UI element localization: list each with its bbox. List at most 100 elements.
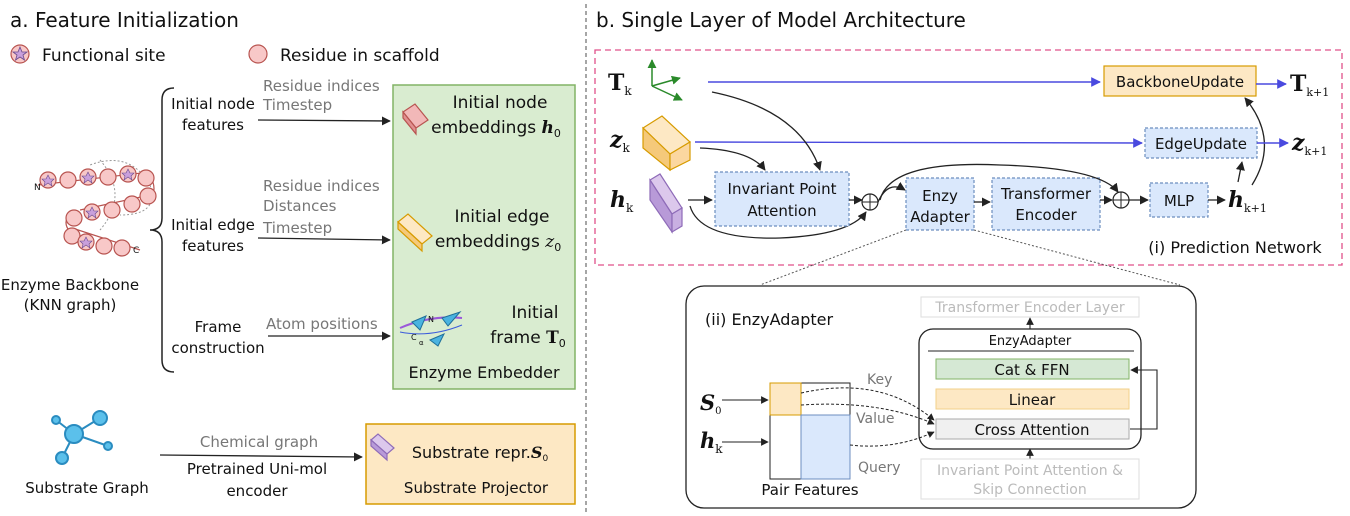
linear-label: Linear bbox=[1009, 391, 1056, 409]
ipa-1: Invariant Point bbox=[728, 180, 837, 198]
arrow-z-to-edge bbox=[694, 138, 1143, 148]
arrow-h-to-backbone bbox=[1244, 97, 1266, 186]
substrate-projector-label: Substrate Projector bbox=[404, 479, 549, 497]
edge-tensor-icon bbox=[642, 115, 691, 172]
panel-a-title: a. Feature Initialization bbox=[10, 8, 239, 32]
cat-ffn-box bbox=[935, 358, 1130, 380]
enzy-adapter-box bbox=[905, 177, 975, 231]
unimol-1: Pretrained Uni-mol bbox=[187, 460, 327, 478]
glyph-c: C bbox=[133, 246, 139, 256]
tel-box bbox=[920, 296, 1140, 318]
glyph-n: N bbox=[34, 183, 41, 193]
mlp-box bbox=[1149, 182, 1209, 218]
pair-features-label: Pair Features bbox=[761, 481, 858, 499]
backbone-update-label: BackboneUpdate bbox=[1116, 73, 1244, 91]
substrate-graph-icon bbox=[51, 410, 113, 465]
prediction-network-box bbox=[594, 49, 1343, 266]
linear-box bbox=[935, 388, 1130, 410]
enzy-adapter-1: Enzy bbox=[922, 187, 958, 205]
transformer-box bbox=[991, 177, 1101, 231]
ipa-2: Attention bbox=[747, 202, 816, 220]
arrow-h-to-edgeupdate bbox=[1235, 161, 1245, 183]
out-h-label: hk+1 bbox=[1228, 187, 1267, 215]
tel-label: Transformer Encoder Layer bbox=[934, 300, 1124, 316]
frame-construction-1: Frame bbox=[195, 318, 242, 336]
skip-to-add-2 bbox=[879, 163, 1119, 201]
frame-emb-1: Initial bbox=[511, 303, 558, 323]
functional-site-icon bbox=[10, 44, 30, 64]
substrate-repr: Substrate repr.S0 bbox=[412, 443, 549, 464]
edge-input-3: Timestep bbox=[262, 219, 332, 237]
zk-label: zk bbox=[609, 127, 631, 155]
key-label: Key bbox=[867, 372, 892, 388]
legend-residue: Residue in scaffold bbox=[280, 46, 440, 66]
enzy-detail-title: (ii) EnzyAdapter bbox=[705, 310, 833, 329]
edge-emb-1: Initial edge bbox=[455, 207, 550, 227]
chemical-graph: Chemical graph bbox=[200, 433, 318, 451]
panel-b-title: b. Single Layer of Model Architecture bbox=[596, 8, 966, 32]
backbone-label-2: (KNN graph) bbox=[24, 296, 117, 314]
skip-h-to-add bbox=[689, 205, 867, 239]
arrow-query bbox=[849, 431, 935, 447]
frame-construction-2: construction bbox=[171, 339, 264, 357]
Tk-label: Tk bbox=[608, 70, 632, 98]
frame-glyph-ca: α bbox=[419, 339, 424, 347]
transformer-1: Transformer bbox=[1000, 185, 1092, 203]
backbone-label-1: Enzyme Backbone bbox=[1, 276, 139, 294]
pair-orange-cell bbox=[769, 382, 802, 416]
edge-embedding-icon bbox=[397, 213, 433, 253]
hk-label: hk bbox=[610, 187, 634, 215]
node-emb-2: embeddings h0 bbox=[431, 118, 561, 140]
out-T-label: Tk+1 bbox=[1290, 71, 1329, 99]
query-label: Query bbox=[858, 460, 901, 476]
ipa-box bbox=[714, 171, 850, 227]
edge-features-1: Initial edge bbox=[171, 216, 255, 234]
node-features-2: features bbox=[182, 116, 244, 134]
enzy-adapter-2: Adapter bbox=[910, 208, 970, 226]
frame-icon bbox=[399, 310, 463, 347]
hk2-label: hk bbox=[700, 428, 723, 456]
substrate-projector-box bbox=[365, 423, 576, 505]
edge-features-2: features bbox=[182, 237, 244, 255]
zoom-line-right bbox=[973, 229, 1181, 286]
arrow-value bbox=[800, 403, 935, 425]
ipa-skip-box bbox=[920, 458, 1140, 500]
enzyme-backbone-graph bbox=[37, 159, 157, 257]
arrow-T-to-ipa bbox=[711, 91, 822, 171]
ipa-skip-2: Skip Connection bbox=[973, 482, 1086, 498]
cat-ffn-label: Cat & FFN bbox=[994, 361, 1069, 379]
edge-emb-2: embeddings z0 bbox=[435, 232, 561, 254]
node-input-2: Timestep bbox=[262, 96, 332, 114]
node-features-1: Initial node bbox=[171, 95, 255, 113]
backbone-update-box bbox=[1103, 65, 1257, 97]
frame-emb-2: frame T0 bbox=[490, 328, 565, 350]
unimol-2: encoder bbox=[226, 482, 288, 500]
residue-icon bbox=[248, 44, 268, 64]
legend-functional-site: Functional site bbox=[42, 46, 166, 66]
arrow-node bbox=[257, 116, 391, 126]
edge-input-1: Residue indices bbox=[263, 177, 380, 195]
substrate-graph-label: Substrate Graph bbox=[25, 479, 149, 497]
enzy-inner-label: EnzyAdapter bbox=[989, 334, 1072, 349]
pair-blue-cell bbox=[800, 414, 851, 480]
edge-update-label: EdgeUpdate bbox=[1155, 135, 1247, 153]
arrow-edge bbox=[257, 235, 391, 245]
edge-input-2: Distances bbox=[263, 197, 337, 215]
cross-attention-label: Cross Attention bbox=[974, 421, 1089, 439]
arrow-z-to-ipa bbox=[699, 147, 766, 171]
node-embedding-icon bbox=[402, 103, 429, 136]
add-node-1 bbox=[861, 193, 879, 211]
prediction-network-label: (i) Prediction Network bbox=[1148, 238, 1322, 257]
out-z-label: zk+1 bbox=[1291, 130, 1327, 158]
skip-adapter-loop bbox=[1130, 366, 1158, 430]
frame-input-1: Atom positions bbox=[266, 315, 378, 333]
node-emb-1: Initial node bbox=[453, 93, 548, 113]
value-label: Value bbox=[856, 411, 894, 427]
frame-glyph-n: N bbox=[428, 315, 434, 324]
frame-axes-icon bbox=[647, 59, 683, 101]
substrate-repr-icon bbox=[370, 433, 395, 462]
transformer-2: Encoder bbox=[1015, 206, 1077, 224]
node-tensor-icon bbox=[649, 173, 683, 234]
embedder-label: Enzyme Embedder bbox=[408, 363, 559, 382]
